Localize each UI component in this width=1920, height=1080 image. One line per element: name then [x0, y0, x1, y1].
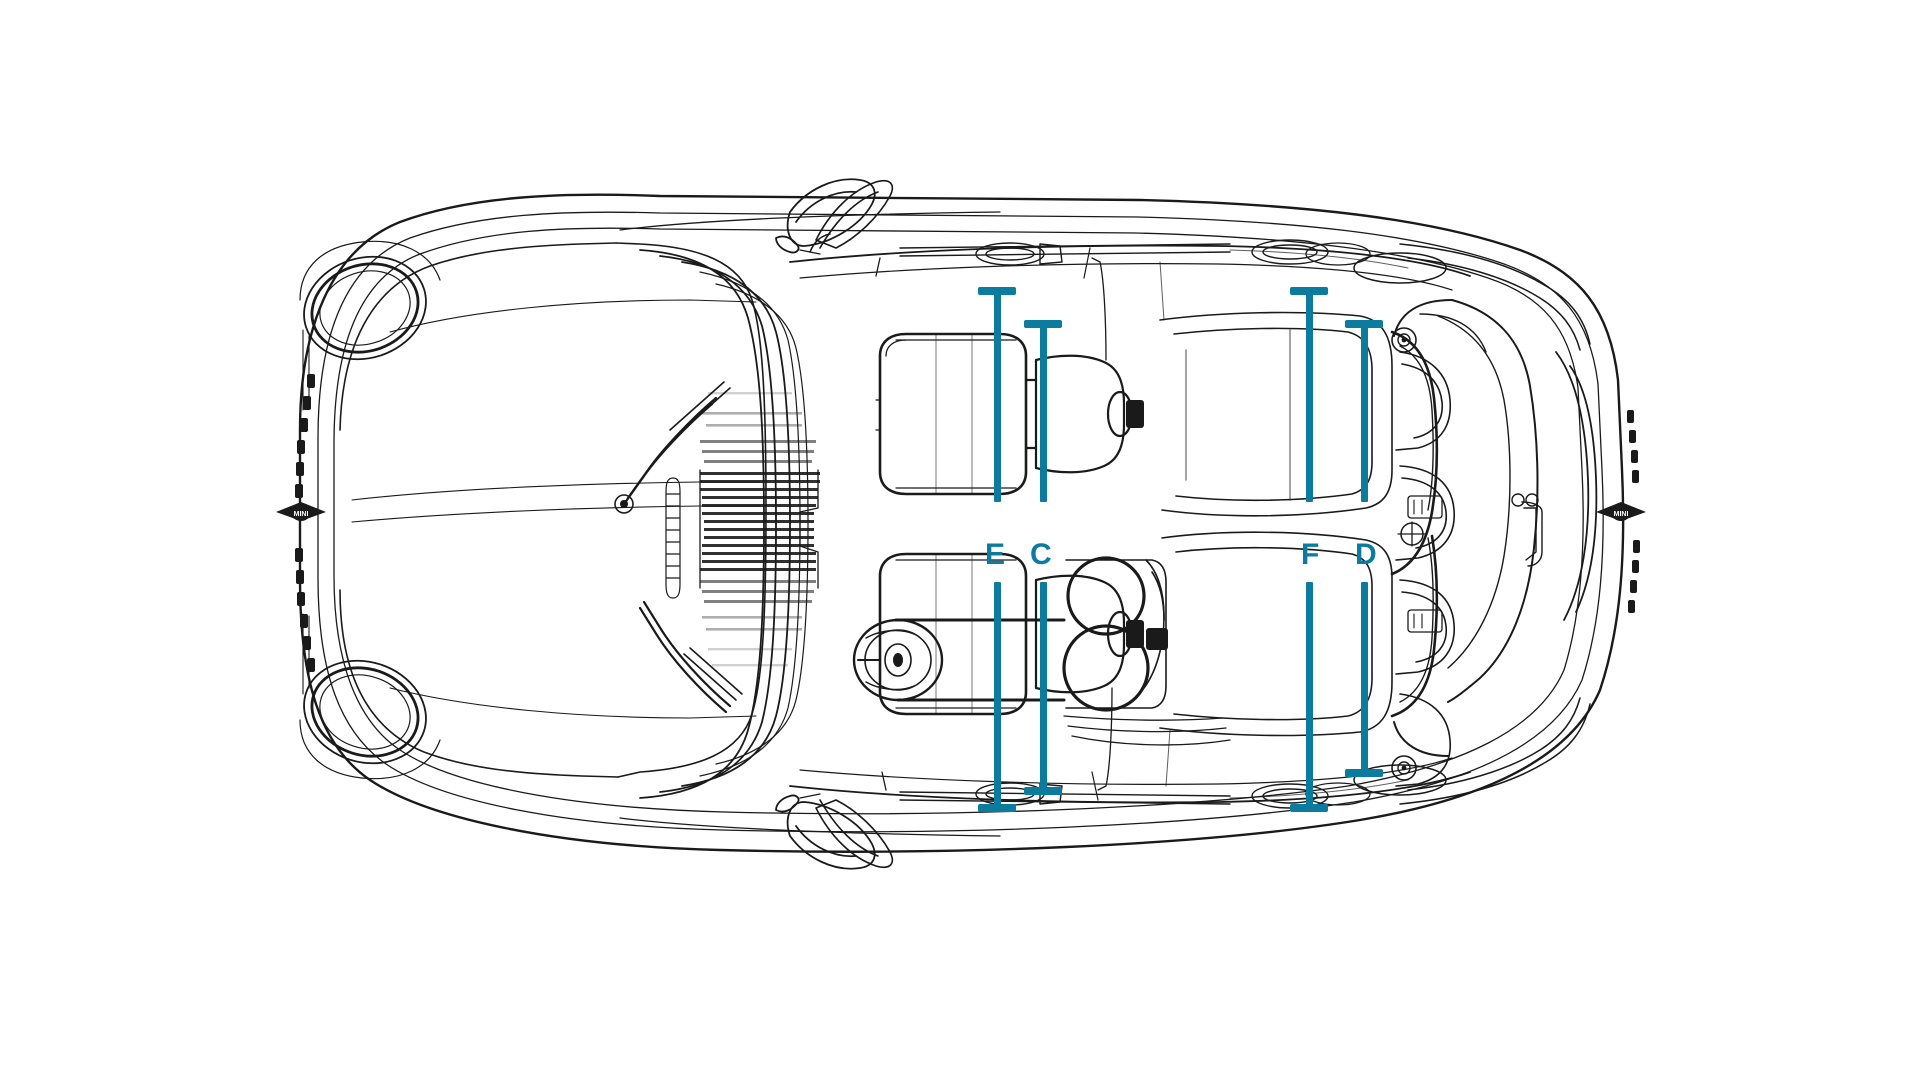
- body-trim-line: [317, 211, 1604, 833]
- dimension-c-bottom-cap: [1024, 787, 1062, 795]
- dimension-e-lower-stem: [993, 582, 1001, 812]
- mini-badge-rear: MINI: [1596, 502, 1646, 521]
- headrest-top: [1024, 354, 1134, 474]
- headlamp-bottom: [299, 659, 441, 780]
- roof-seam-lines: [799, 247, 1453, 801]
- tailgate-handle: [1511, 493, 1543, 567]
- roof-antenna-fin-bottom: [815, 799, 894, 868]
- hood-crease-lines: [351, 299, 761, 719]
- windshield-wipers: [614, 396, 732, 714]
- dimension-f-lower-stem: [1305, 582, 1313, 812]
- cowl-vent: [665, 477, 681, 599]
- rear-seat-bolster: [1390, 330, 1439, 718]
- frit-edge: [699, 469, 819, 589]
- front-seat-top: [878, 332, 1028, 496]
- dimension-e-upper-stem: [993, 287, 1001, 502]
- cargo-floor-lines: [1419, 313, 1511, 669]
- tailgate: [1555, 351, 1598, 621]
- roof-rail-bottom: [899, 782, 1329, 809]
- roof-antenna-fin-top: [809, 180, 894, 253]
- headlamp-top: [299, 240, 441, 361]
- dimension-label-d: D: [1355, 538, 1377, 571]
- rear-headrest-slats: [1391, 327, 1455, 787]
- rear-bench-top: [1159, 311, 1393, 517]
- rear-trim-slots: [1627, 410, 1640, 613]
- bonnet: [339, 242, 767, 778]
- dimension-f-bottom-cap: [1290, 804, 1328, 812]
- roof-rail-top: [899, 239, 1329, 266]
- body-outline: [298, 193, 1625, 853]
- mini-badge-front: MINI: [276, 502, 326, 521]
- dimension-label-f: F: [1301, 538, 1320, 571]
- console-switch: [1146, 628, 1168, 650]
- roof-depth-lines: [1159, 249, 1409, 799]
- rear-bench-bottom: [1159, 531, 1393, 737]
- door-lines: [875, 257, 1113, 791]
- cargo-area: [1393, 299, 1539, 757]
- cowl-and-windshield: [639, 249, 791, 799]
- side-mirror-bottom: [775, 793, 876, 870]
- svg-text:MINI: MINI: [1614, 511, 1629, 518]
- rear-spoiler-bottom: [1305, 697, 1591, 806]
- dimension-d-upper-stem: [1360, 320, 1368, 502]
- front-seat-bottom: [878, 552, 1028, 716]
- console-trim: [1063, 715, 1231, 746]
- dimension-c-lower-stem: [1039, 582, 1047, 795]
- dimension-d-bottom-cap: [1345, 769, 1383, 777]
- side-sill-lines: [619, 211, 1001, 837]
- dimension-d-lower-stem: [1360, 582, 1368, 777]
- wiper-blades: [669, 381, 743, 701]
- center-console-circles: [1062, 556, 1150, 712]
- side-mirror-top: [775, 178, 876, 255]
- svg-text:MINI: MINI: [294, 511, 309, 518]
- rear-spoiler-top: [1305, 242, 1591, 351]
- windshield-frit-pattern: [700, 392, 820, 667]
- dashboard-lines: [857, 618, 1066, 702]
- dimension-label-c: C: [1030, 538, 1052, 571]
- dimension-e-bottom-cap: [978, 804, 1016, 812]
- front-seat-bottom-detail: [895, 553, 1017, 715]
- front-grille-slots: [295, 374, 315, 672]
- roof-panel: [789, 244, 1471, 804]
- dimension-label-e: E: [985, 538, 1006, 571]
- dimension-f-upper-stem: [1305, 287, 1313, 502]
- dimension-c-upper-stem: [1039, 320, 1047, 502]
- rear-seat-bolster-inner: [1399, 345, 1434, 703]
